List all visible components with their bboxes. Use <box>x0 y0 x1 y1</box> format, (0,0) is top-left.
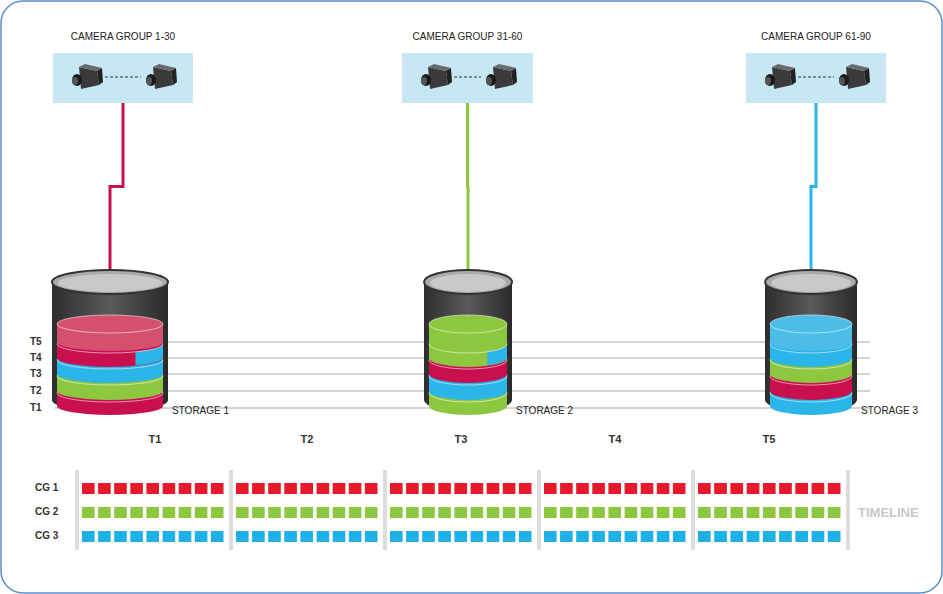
group-title: CAMERA GROUP 31-60 <box>362 31 573 42</box>
row-label: T3 <box>30 368 42 379</box>
row-label: T2 <box>30 385 42 396</box>
period-label: T5 <box>763 433 776 445</box>
period-label: T4 <box>609 433 622 445</box>
storage-label: STORAGE 3 <box>861 405 918 416</box>
period-label: T1 <box>149 433 162 445</box>
connector-line <box>110 103 123 270</box>
camera-icons <box>746 53 886 103</box>
storage-drum <box>52 270 168 412</box>
camera-group-box: CAMERA GROUP 61-90 <box>746 53 886 103</box>
group-title: CAMERA GROUP 1-30 <box>13 31 233 42</box>
row-label: T1 <box>30 402 42 413</box>
connector-line <box>466 103 470 270</box>
camera-icons <box>402 53 533 103</box>
period-label: T2 <box>301 433 314 445</box>
storage-cylinder: STORAGE 3 <box>765 270 857 412</box>
storage-drum <box>765 270 857 412</box>
storage-label: STORAGE 2 <box>516 405 573 416</box>
storage-cylinder: STORAGE 1 <box>52 270 168 412</box>
camera-group-box: CAMERA GROUP 1-30 <box>53 53 193 103</box>
storage-cylinder: STORAGE 2 <box>424 270 512 412</box>
row-label: T4 <box>30 352 42 363</box>
camera-group-box: CAMERA GROUP 31-60 <box>402 53 533 103</box>
connector-line <box>811 103 816 270</box>
timeline-grid <box>75 470 850 550</box>
period-label: T3 <box>455 433 468 445</box>
timeline-title: TIMELINE <box>858 505 919 520</box>
storage-drum <box>424 270 512 412</box>
group-title: CAMERA GROUP 61-90 <box>706 31 926 42</box>
row-label: CG 3 <box>35 530 58 541</box>
camera-icons <box>53 53 193 103</box>
storage-label: STORAGE 1 <box>172 405 229 416</box>
row-label: CG 2 <box>35 506 58 517</box>
row-label: CG 1 <box>35 482 58 493</box>
row-label: T5 <box>30 336 42 347</box>
